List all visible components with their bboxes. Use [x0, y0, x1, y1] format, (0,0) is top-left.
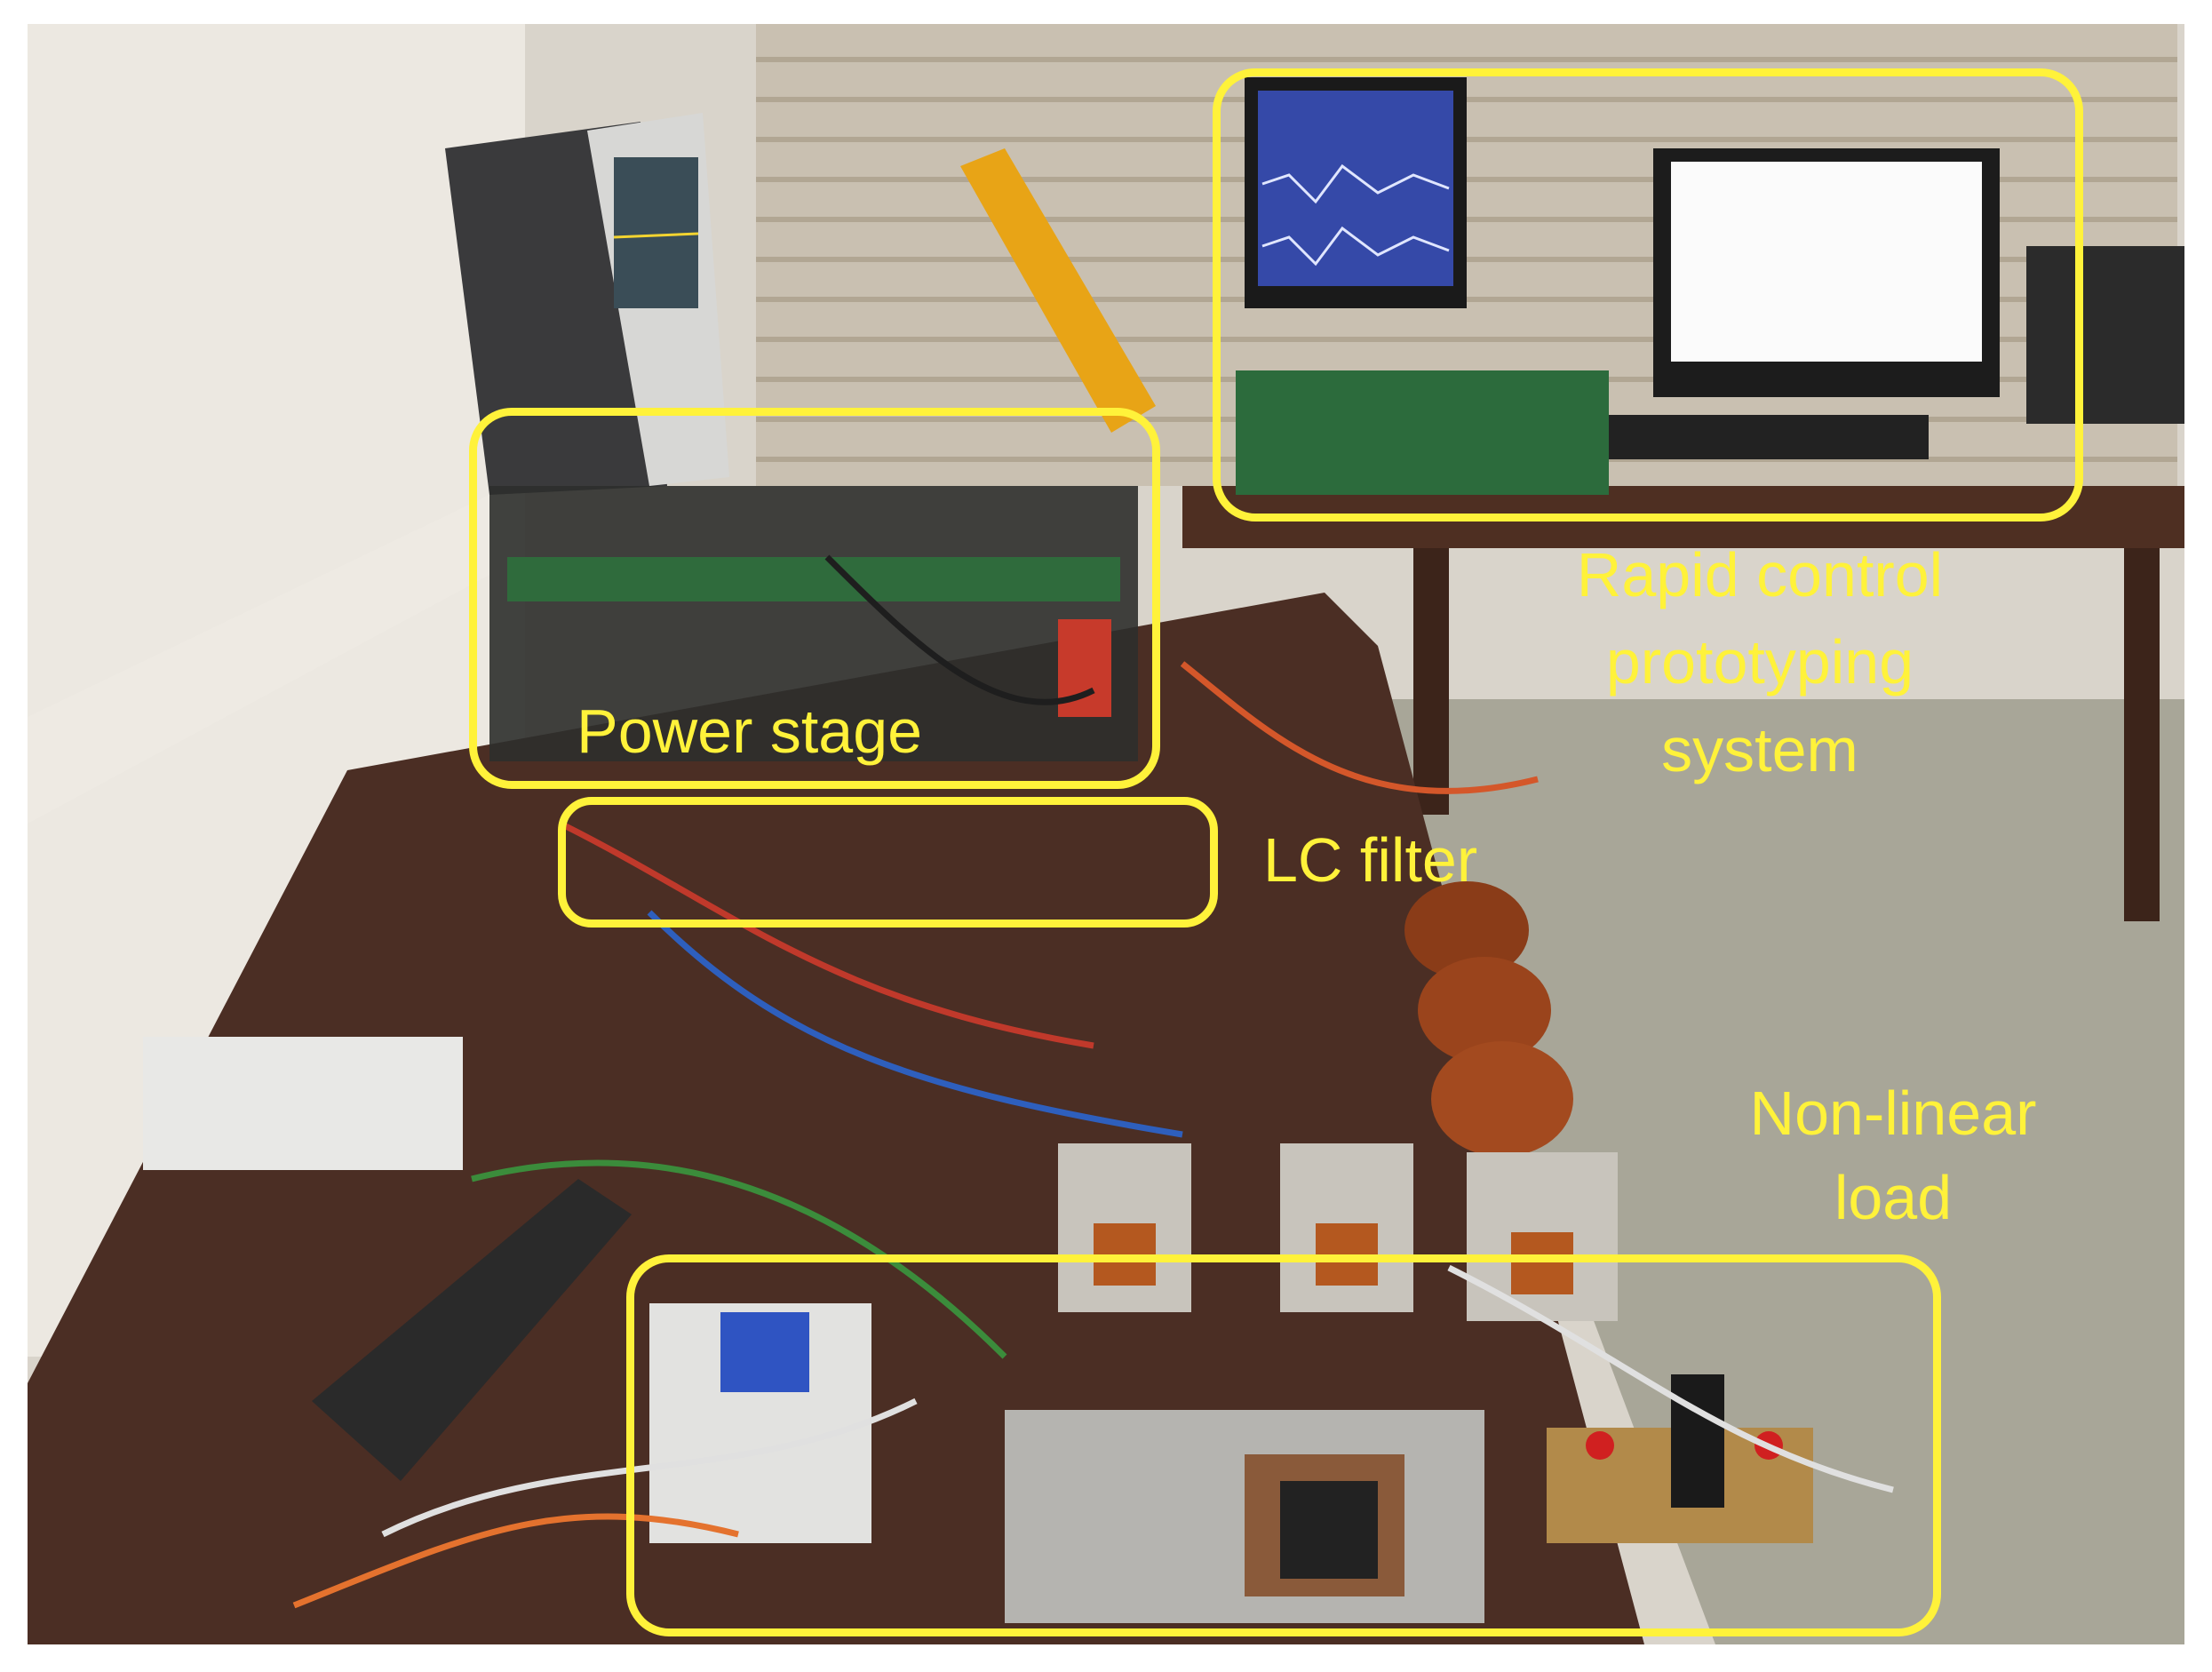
highlight-rcp-system — [1213, 68, 2083, 522]
label-non-linear: Non-linear — [1749, 1079, 2037, 1148]
highlight-power-stage — [469, 408, 1160, 789]
label-lc-filter: LC filter — [1263, 825, 1478, 895]
toroidal-inductors — [1404, 881, 1573, 1157]
lab-testbench-photo: Rapid control prototyping system Power s… — [28, 24, 2184, 1644]
wiring — [292, 554, 1894, 1609]
rcp-monitors — [1245, 77, 2184, 459]
label-system: system — [1661, 715, 1858, 784]
highlight-nonlinear-load — [626, 1254, 1941, 1636]
oscilloscope — [445, 113, 729, 495]
label-load: load — [1834, 1163, 1953, 1232]
label-prototyping: prototyping — [1605, 627, 1914, 697]
label-rapid-control: Rapid control — [1576, 540, 1944, 609]
highlight-lc-filter — [558, 797, 1218, 928]
power-stage-enclosure — [489, 486, 1138, 761]
label-power-stage: Power stage — [577, 697, 923, 766]
